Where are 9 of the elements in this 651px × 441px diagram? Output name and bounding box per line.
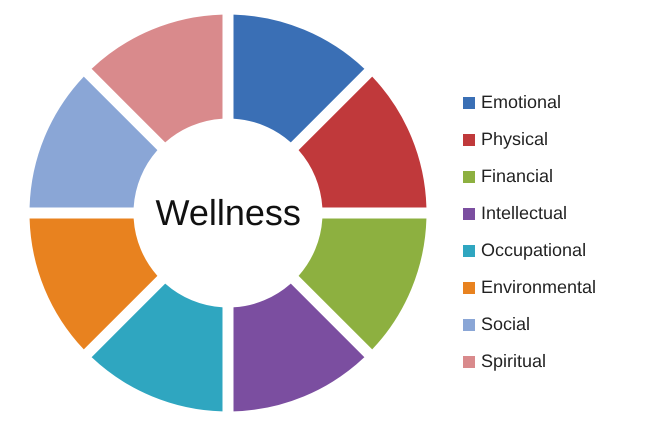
legend-label: Physical xyxy=(481,129,548,150)
legend-label: Emotional xyxy=(481,92,562,113)
legend-label: Occupational xyxy=(481,240,586,261)
legend-label: Intellectual xyxy=(481,203,568,224)
legend-label: Financial xyxy=(481,166,554,187)
legend-label: Environmental xyxy=(481,277,596,298)
center-label: Wellness xyxy=(156,192,301,234)
legend-label: Spiritual xyxy=(481,351,546,372)
legend-label: Social xyxy=(481,314,530,335)
